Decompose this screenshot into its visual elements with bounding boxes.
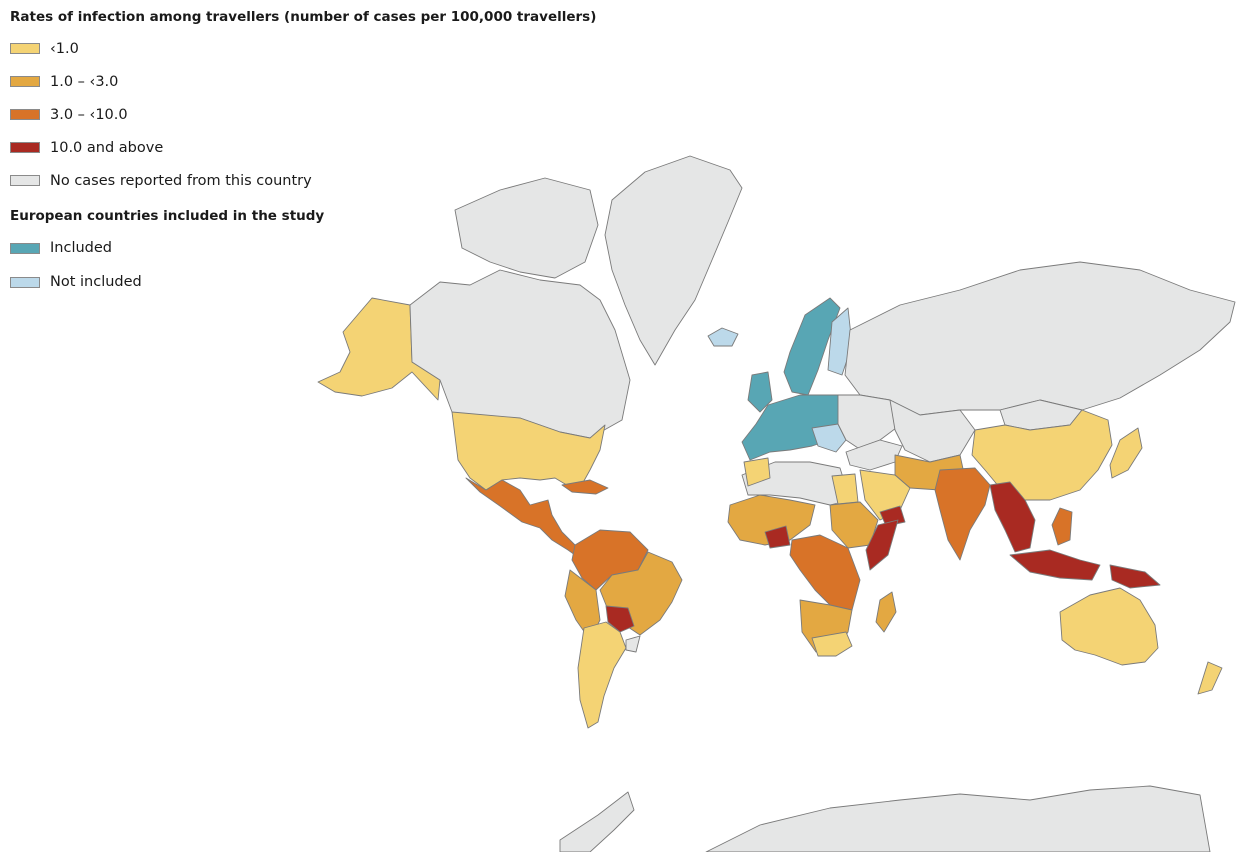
region-western-europe bbox=[741, 394, 841, 461]
study-legend-title: European countries included in the study bbox=[10, 208, 325, 224]
region-west-africa bbox=[727, 494, 816, 546]
legend-label: No cases reported from this country bbox=[50, 172, 312, 189]
region-india bbox=[934, 467, 991, 561]
region-balkans bbox=[811, 423, 847, 453]
legend-label: 1.0 – ‹3.0 bbox=[50, 73, 119, 90]
region-caribbean bbox=[561, 479, 609, 495]
legend-label: 10.0 and above bbox=[50, 139, 164, 156]
region-japan bbox=[1109, 427, 1143, 479]
region-west-africa-coast bbox=[764, 525, 791, 549]
region-iceland bbox=[707, 327, 739, 347]
region-australia bbox=[1059, 587, 1159, 666]
legend-item-not-included: Not included bbox=[10, 265, 390, 299]
legend-label: Included bbox=[50, 240, 112, 256]
swatch-10-and-above bbox=[10, 142, 40, 153]
legend-label: ‹1.0 bbox=[50, 40, 79, 57]
legend-item-included: Included bbox=[10, 231, 390, 265]
region-indonesia-west bbox=[1009, 549, 1101, 581]
region-new-zealand bbox=[1197, 661, 1223, 695]
legend-item-10-and-above: 10.0 and above bbox=[10, 131, 390, 164]
region-russia bbox=[844, 261, 1236, 416]
region-canada-arctic bbox=[454, 177, 599, 279]
legend-item-less-than-1: ‹1.0 bbox=[10, 32, 390, 65]
swatch-less-than-1 bbox=[10, 43, 40, 54]
region-uruguay bbox=[625, 635, 641, 653]
region-antarctic-peninsula bbox=[559, 791, 635, 852]
swatch-no-cases bbox=[10, 175, 40, 186]
region-south-africa bbox=[811, 631, 853, 657]
legend-label: Not included bbox=[50, 274, 142, 290]
region-uk-ireland bbox=[747, 371, 773, 413]
legend-item-3-to-10: 3.0 – ‹10.0 bbox=[10, 98, 390, 131]
swatch-3-to-10 bbox=[10, 109, 40, 120]
region-greenland bbox=[604, 155, 743, 366]
region-antarctica bbox=[705, 785, 1211, 852]
region-papua bbox=[1109, 564, 1161, 589]
legend-item-no-cases: No cases reported from this country bbox=[10, 164, 390, 197]
region-philippines bbox=[1051, 507, 1073, 546]
region-paraguay bbox=[605, 605, 635, 633]
swatch-1-to-3 bbox=[10, 76, 40, 87]
swatch-included bbox=[10, 242, 40, 254]
region-mainland-southeast-asia bbox=[989, 481, 1036, 553]
region-canada bbox=[409, 269, 631, 439]
region-madagascar bbox=[875, 591, 897, 633]
region-yemen bbox=[879, 505, 906, 527]
region-somalia bbox=[865, 519, 899, 571]
region-morocco bbox=[743, 457, 771, 487]
region-china bbox=[971, 409, 1113, 501]
region-argentina-chile bbox=[577, 621, 627, 729]
swatch-not-included bbox=[10, 276, 40, 288]
legend-item-1-to-3: 1.0 – ‹3.0 bbox=[10, 65, 390, 98]
region-scandinavia bbox=[783, 297, 841, 396]
legend-label: 3.0 – ‹10.0 bbox=[50, 106, 128, 123]
map-legend: Rates of infection among travellers (num… bbox=[10, 8, 596, 299]
